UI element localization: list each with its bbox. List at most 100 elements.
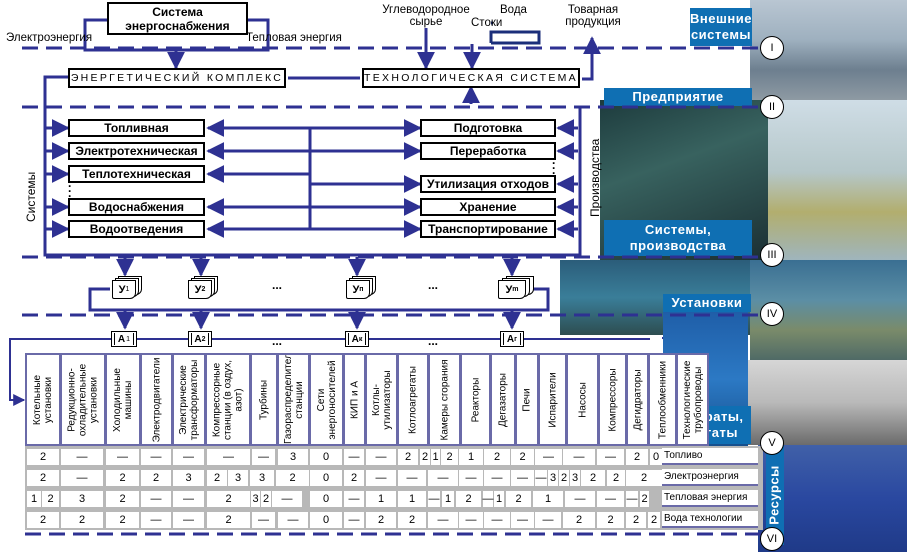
productions-side-label: Производства [588,138,602,217]
production-label: Переработка [449,144,527,158]
resource-cell: 2 [61,512,103,528]
apparatus-ellipsis-2: ... [428,334,439,348]
equipment-label: Реакторы [470,377,481,422]
systems-side-label: Системы [24,171,38,222]
energy-complex-label: Энергетический комплекс [70,72,284,84]
equipment-column: Котлоагрегаты [397,353,429,446]
production-label: Подготовка [453,121,523,135]
equipment-column: Камеры сгорания [428,353,461,446]
resource-cell: 3 [228,470,248,486]
unit-label: У [505,283,513,296]
resource-cell: 2 [207,512,250,528]
equipment-column: Газораспределительные станции [277,353,310,446]
resource-cell: — [173,512,204,528]
resource-cell: — [344,512,364,528]
resource-cell: 1 [366,491,396,507]
resource-cell: — [535,470,547,486]
apparatus-label: А [117,333,126,345]
level-dividers [22,46,770,536]
resource-cell: 1 [494,491,504,507]
resource-cell: 2 [27,470,59,486]
resource-cell: — [141,491,171,507]
equipment-column: Холодильные машины [105,353,141,446]
equipment-label: Котлоагрегаты [407,365,419,434]
system-heattech: Теплотехническая [68,165,205,183]
resource-cell: 3 [278,449,308,465]
resource-cell: — [597,491,624,507]
equipment-column: Котельные установки [25,353,61,446]
resource-cell: — [106,449,139,465]
resource-cell: 2 [607,470,625,486]
level-marker-I: I [760,36,784,60]
apparatus-sub: к [358,335,363,343]
apparatus-bus [9,338,650,406]
water-label: Вода [500,4,527,16]
resource-cell: 2 [27,449,59,465]
resource-cell: 1 [27,491,41,507]
resource-cell: 3 [548,470,558,486]
equipment-label: Электродвигатели [151,357,162,442]
resource-cell: 2 [344,470,364,486]
units-loop [88,287,550,312]
energy-complex-box: Энергетический комплекс [68,68,286,88]
resource-cell: — [252,512,275,528]
photo-coolers [748,360,907,445]
production-label: Хранение [459,200,517,214]
drains-label: Стоки [471,17,503,29]
production-label: Утилизация отходов [426,177,550,191]
resource-cell: 2 [484,449,510,465]
resource-cell: 2 [27,512,59,528]
resource-cell: — [459,512,483,528]
level-band-units: Установки [663,294,751,312]
level-band-external: Внешние системы [690,8,752,46]
apparatus-sub: г [514,335,518,343]
equipment-column: Турбины [250,353,278,446]
resource-cell: 2 [106,470,139,486]
resource-cell: — [61,470,103,486]
equipment-label: Дегазаторы [497,372,509,427]
equipment-label: КИП и А [349,380,360,419]
resource-cell: 3 [173,470,204,486]
resource-cell: 2 [506,491,531,507]
resource-cell: 2 [207,470,227,486]
production-waste: Утилизация отходов [420,175,556,193]
resource-cell: 0 [310,512,342,528]
resource-row-label: Электроэнергия [662,469,758,486]
resource-cell: — [366,470,396,486]
resource-cell: 2 [511,449,534,465]
resource-cell: 3 [251,491,260,507]
production-transport: Транспортирование [420,220,556,238]
apparatus-sub: 2 [201,335,206,343]
resource-cell: — [141,449,171,465]
equipment-label: Котельные установки [32,374,54,425]
level-marker-VI: VI [760,527,784,551]
equipment-label: Электрические трансформаторы [178,359,200,440]
equipment-label: Сети энергоносителей [315,359,338,440]
equipment-label: Компрессорные станции (в оздух, азот) [211,359,245,440]
level-band-label: Предприятие [632,89,724,104]
equipment-label: Редукционно-охладительные установки [66,363,100,436]
resource-cell: — [272,491,302,507]
system-label: Водоотведения [89,222,184,236]
system-label: Водоснабжения [88,200,185,214]
level-marker-II: II [760,95,784,119]
resource-row-label: Топливо [662,448,758,465]
resource-cell: — [563,449,595,465]
system-label: Теплотехническая [82,167,191,181]
unit-sub: п [359,286,364,293]
production-preparation: Подготовка [420,119,556,137]
resource-cell: 2 [581,470,605,486]
system-label: Электротехническая [75,144,198,158]
equipment-column: Компрессорные станции (в оздух, азот) [205,353,251,446]
systems-bracket [43,75,582,257]
units-ellipsis-2: ... [428,278,439,292]
unit-sub: m [512,286,519,293]
resource-row-label: Вода технологии [662,511,758,528]
resource-cell: 2 [456,491,481,507]
